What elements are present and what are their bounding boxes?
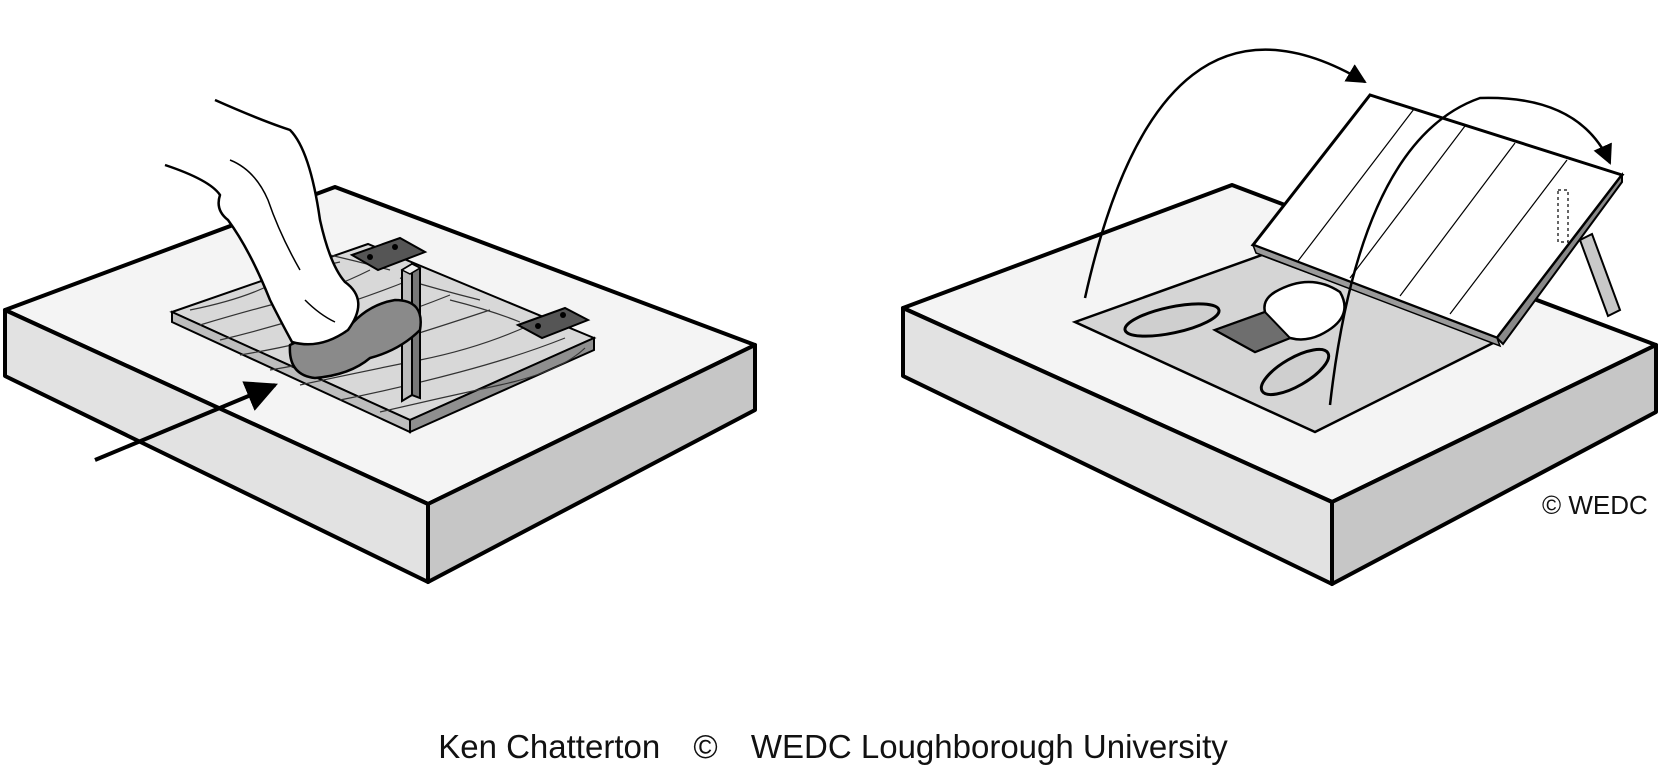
flip-arrow-large bbox=[1083, 48, 1367, 299]
lid-prop-leg bbox=[1578, 232, 1622, 318]
hinged-lid bbox=[1250, 93, 1625, 348]
left-illustration bbox=[3, 98, 757, 584]
caption-author: Ken Chatterton bbox=[438, 728, 661, 765]
flip-arrow-small bbox=[1328, 96, 1612, 406]
hinge-front bbox=[515, 306, 591, 340]
caption-organisation: WEDC Loughborough University bbox=[750, 728, 1228, 765]
foot-rest-right bbox=[1259, 347, 1331, 397]
foot-rest-left bbox=[1123, 302, 1221, 338]
caption-copyright-icon: © bbox=[693, 728, 718, 765]
hinge-back bbox=[349, 236, 428, 272]
watermark: © WEDC bbox=[1542, 490, 1648, 520]
hand-icon bbox=[164, 98, 360, 346]
left-slab-right-face bbox=[426, 343, 757, 584]
right-illustration: © WEDC bbox=[901, 48, 1658, 586]
caption: Ken Chatterton © WEDC Loughborough Unive… bbox=[0, 728, 1666, 766]
insert-arrow bbox=[94, 381, 278, 462]
right-slab-right-face bbox=[1330, 343, 1658, 586]
